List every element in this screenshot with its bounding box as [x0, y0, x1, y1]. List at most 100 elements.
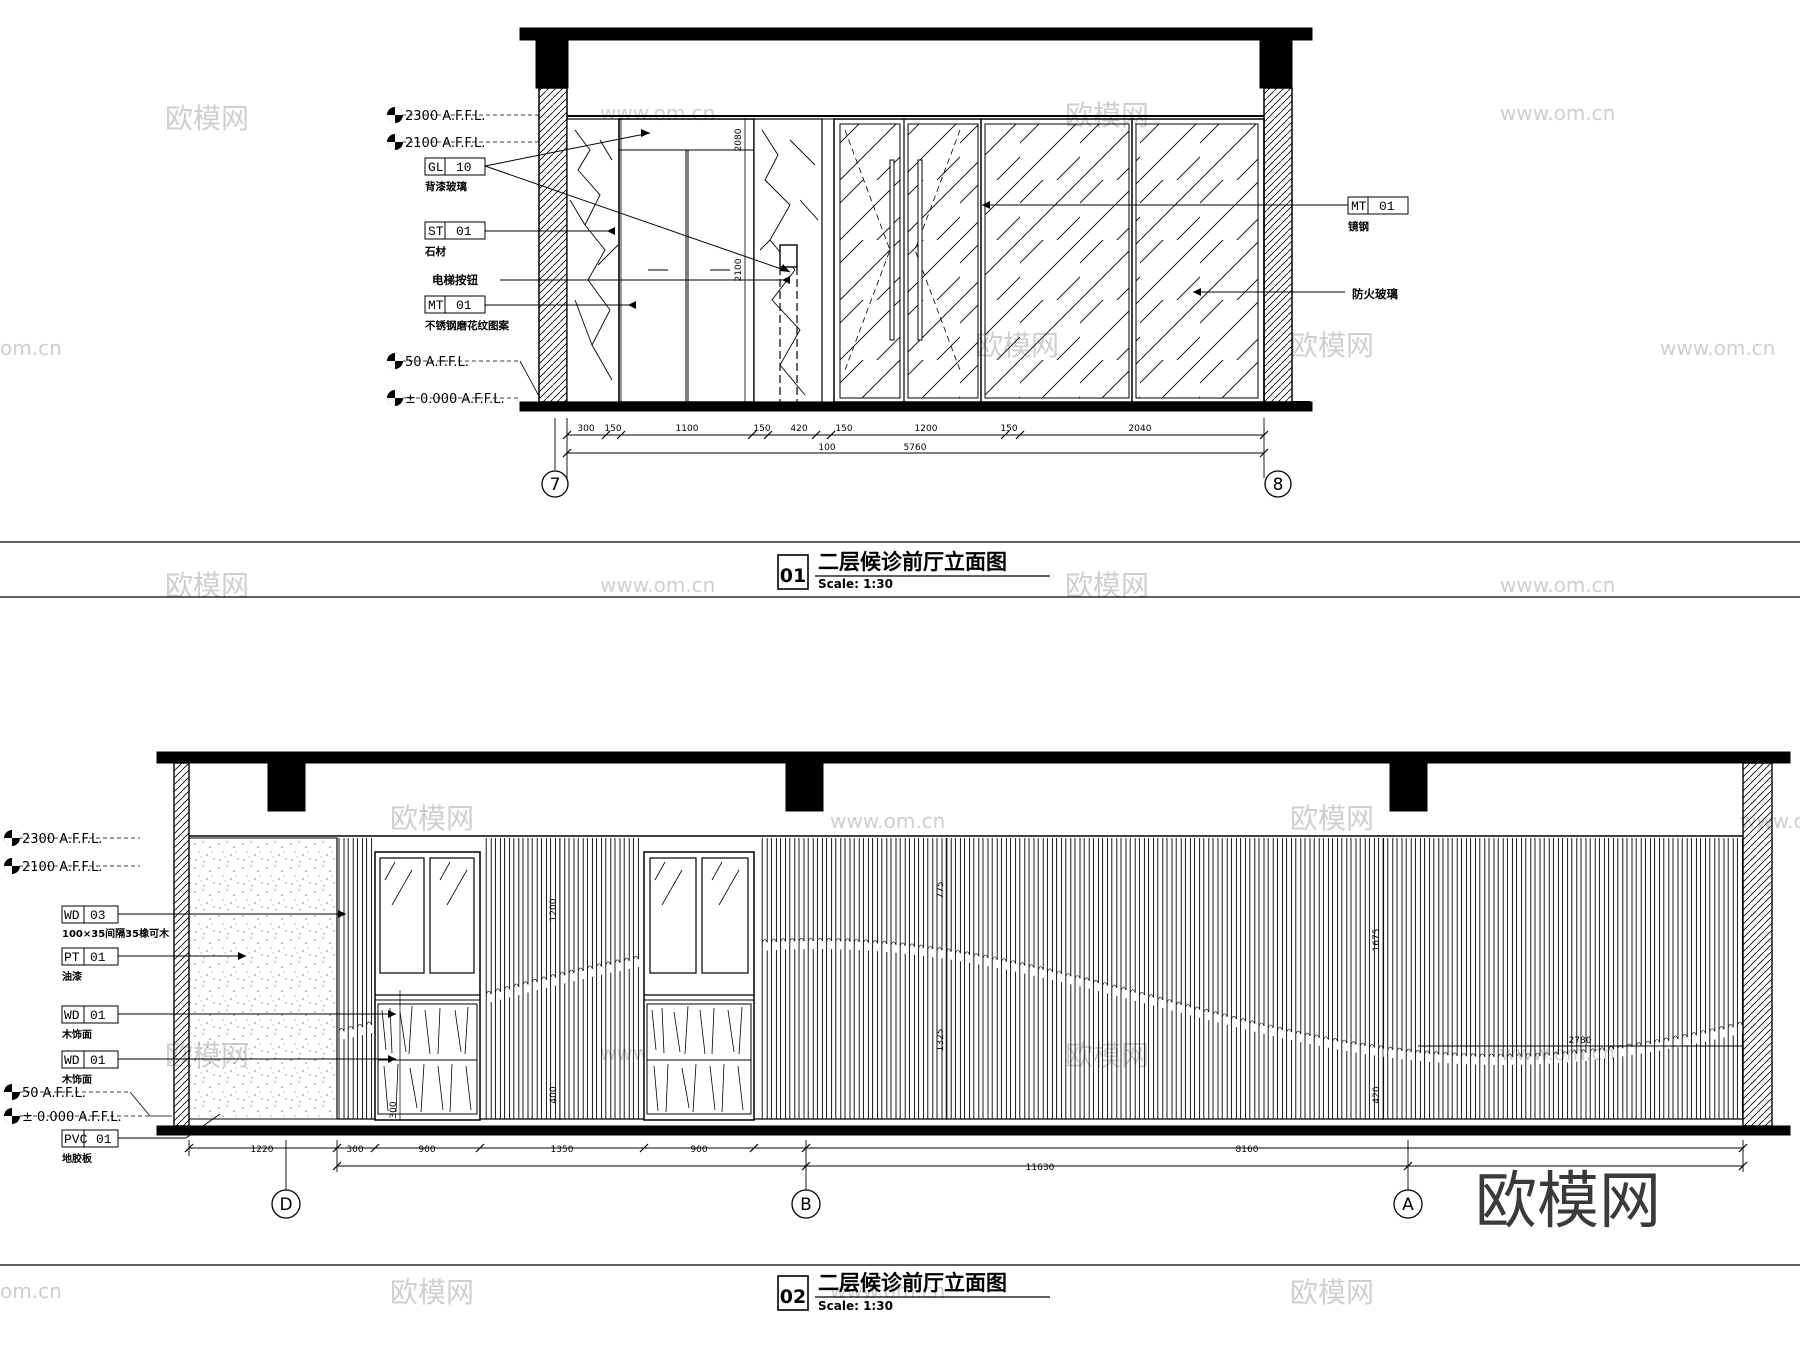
dimension-label: 1350 [551, 1145, 574, 1155]
grid-label: A [1402, 1195, 1414, 1215]
grid-label: 7 [550, 475, 561, 495]
floor-slab [156, 1125, 1791, 1136]
tag-number: 01 [90, 950, 106, 965]
glass-wall [833, 118, 1265, 403]
beam-left [535, 39, 569, 89]
dimension-label: 5760 [904, 443, 927, 453]
drawing-number: 01 [780, 565, 806, 587]
tag-number: 01 [90, 1053, 106, 1068]
dimension-label: 1325 [936, 1029, 946, 1052]
drawing-title: 二层候诊前厅立面图 [818, 1271, 1007, 1295]
dimension-label: 100 [818, 443, 835, 453]
elevation-01-labels: 2300 A.F.F.L. 2100 A.F.F.L. 50 A.F.F.L. … [405, 109, 1398, 591]
column-right [1742, 762, 1773, 1127]
note-label: 电梯按钮 [432, 273, 478, 287]
dimension-label: 775 [936, 881, 946, 898]
grid-bubble-a [1393, 1189, 1423, 1219]
dimension-label: 2780 [1569, 1036, 1592, 1046]
tag-description: 地胶板 [62, 1152, 93, 1165]
ceiling-slab [519, 27, 1313, 41]
dimension-label: 1220 [251, 1145, 274, 1155]
ceiling-slab [156, 751, 1791, 764]
floor-slab [519, 401, 1313, 412]
note-label: 防火玻璃 [1352, 287, 1398, 301]
level-label: 2100 A.F.F.L. [405, 136, 485, 151]
level-label: 2100 A.F.F.L. [22, 860, 102, 875]
elevation-02 [0, 751, 1800, 1311]
tag-code: WD [64, 1008, 80, 1023]
watermark-text: www.om.cn [1500, 1041, 1615, 1065]
tag-number: 01 [1379, 199, 1395, 214]
tag-code: MT [1351, 199, 1367, 214]
tag-code: PVC [64, 1132, 88, 1147]
tag-code: ST [428, 224, 444, 239]
display-cabinet-2 [643, 851, 755, 1121]
level-label: 50 A.F.F.L. [22, 1086, 86, 1101]
dimension-label: 150 [753, 424, 770, 434]
grid-bubble-b [791, 1189, 821, 1219]
elevation-02-labels: 2300 A.F.F.L. 2100 A.F.F.L. 50 A.F.F.L. … [22, 832, 1592, 1313]
tag-code: GL [428, 160, 444, 175]
level-label: 2300 A.F.F.L. [22, 832, 102, 847]
watermark-text: 欧模网 [1290, 802, 1374, 835]
beam-right [1259, 39, 1293, 89]
tag-description: 木饰面 [61, 1028, 92, 1041]
dimension-label: 8160 [1236, 1145, 1259, 1155]
level-label: 50 A.F.F.L. [405, 355, 469, 370]
tag-description: 不锈钢磨花纹图案 [425, 319, 509, 332]
grid-bubble-d [271, 1189, 301, 1219]
lift-button [779, 244, 798, 268]
tag-number: 10 [456, 160, 472, 175]
tag-description: 油漆 [62, 970, 82, 983]
tag-number: 01 [456, 224, 472, 239]
watermark-text: 欧模网 [1290, 329, 1374, 362]
grid-label: B [800, 1195, 812, 1215]
dimension-label: 11630 [1026, 1163, 1055, 1173]
dimension-label: 400 [549, 1086, 559, 1103]
elevation-01 [0, 27, 1800, 598]
column-left [173, 762, 190, 1127]
watermark-text: 欧模网 [1290, 1276, 1374, 1309]
dimension-label: 300 [346, 1145, 363, 1155]
watermark-text: www.om.cn [600, 573, 715, 597]
tag-description: 背漆玻璃 [425, 180, 467, 193]
corner-watermark: 欧模网 [1475, 1164, 1661, 1237]
dimension-label: 150 [835, 424, 852, 434]
dimension-label: 300 [577, 424, 594, 434]
dimension-label: 1100 [676, 424, 699, 434]
watermark-text: www.om.cn [830, 1279, 945, 1303]
dimension-label: 150 [604, 424, 621, 434]
display-cabinet-1 [374, 851, 481, 1121]
watermark-text: om.cn [0, 336, 62, 360]
drawing-number-box-01 [777, 554, 809, 590]
column-left [538, 87, 568, 403]
wood-slat-wall [336, 838, 1743, 1120]
tag-code: MT [428, 298, 444, 313]
watermark-text: 欧模网 [1065, 1039, 1149, 1072]
watermark-text: www.om.cn [1660, 336, 1775, 360]
drawing-scale: Scale: 1:30 [818, 1299, 893, 1313]
level-label: ± 0.000 A.F.F.L. [405, 392, 505, 407]
watermark-text: 欧模网 [390, 1276, 474, 1309]
level-label: ± 0.000 A.F.F.L. [22, 1110, 122, 1125]
dimension-label: 300 [389, 1101, 399, 1118]
tag-description: 100×35间隔35橡可木 [62, 927, 170, 940]
level-label: 2300 A.F.F.L. [405, 109, 485, 124]
tag-description: 镜钢 [1348, 220, 1369, 233]
dimension-label: 420 [790, 424, 807, 434]
grid-bubble-7 [541, 470, 569, 498]
dimension-label: 420 [1372, 1086, 1382, 1103]
watermark-text: www.om.cn [830, 809, 945, 833]
stone-panel-left [566, 118, 620, 403]
drawing-scale: Scale: 1:30 [818, 577, 893, 591]
tag-description: 石材 [424, 245, 446, 258]
grid-label: D [279, 1195, 292, 1215]
drawing-title: 二层候诊前厅立面图 [818, 550, 1007, 574]
drawing-number: 02 [780, 1286, 806, 1308]
tag-code: PT [64, 950, 80, 965]
tag-number: 03 [90, 908, 106, 923]
tag-number: 01 [96, 1132, 112, 1147]
dimension-label: 150 [1000, 424, 1017, 434]
dimension-label: 1200 [549, 898, 559, 921]
dimension-label: 2040 [1129, 424, 1152, 434]
